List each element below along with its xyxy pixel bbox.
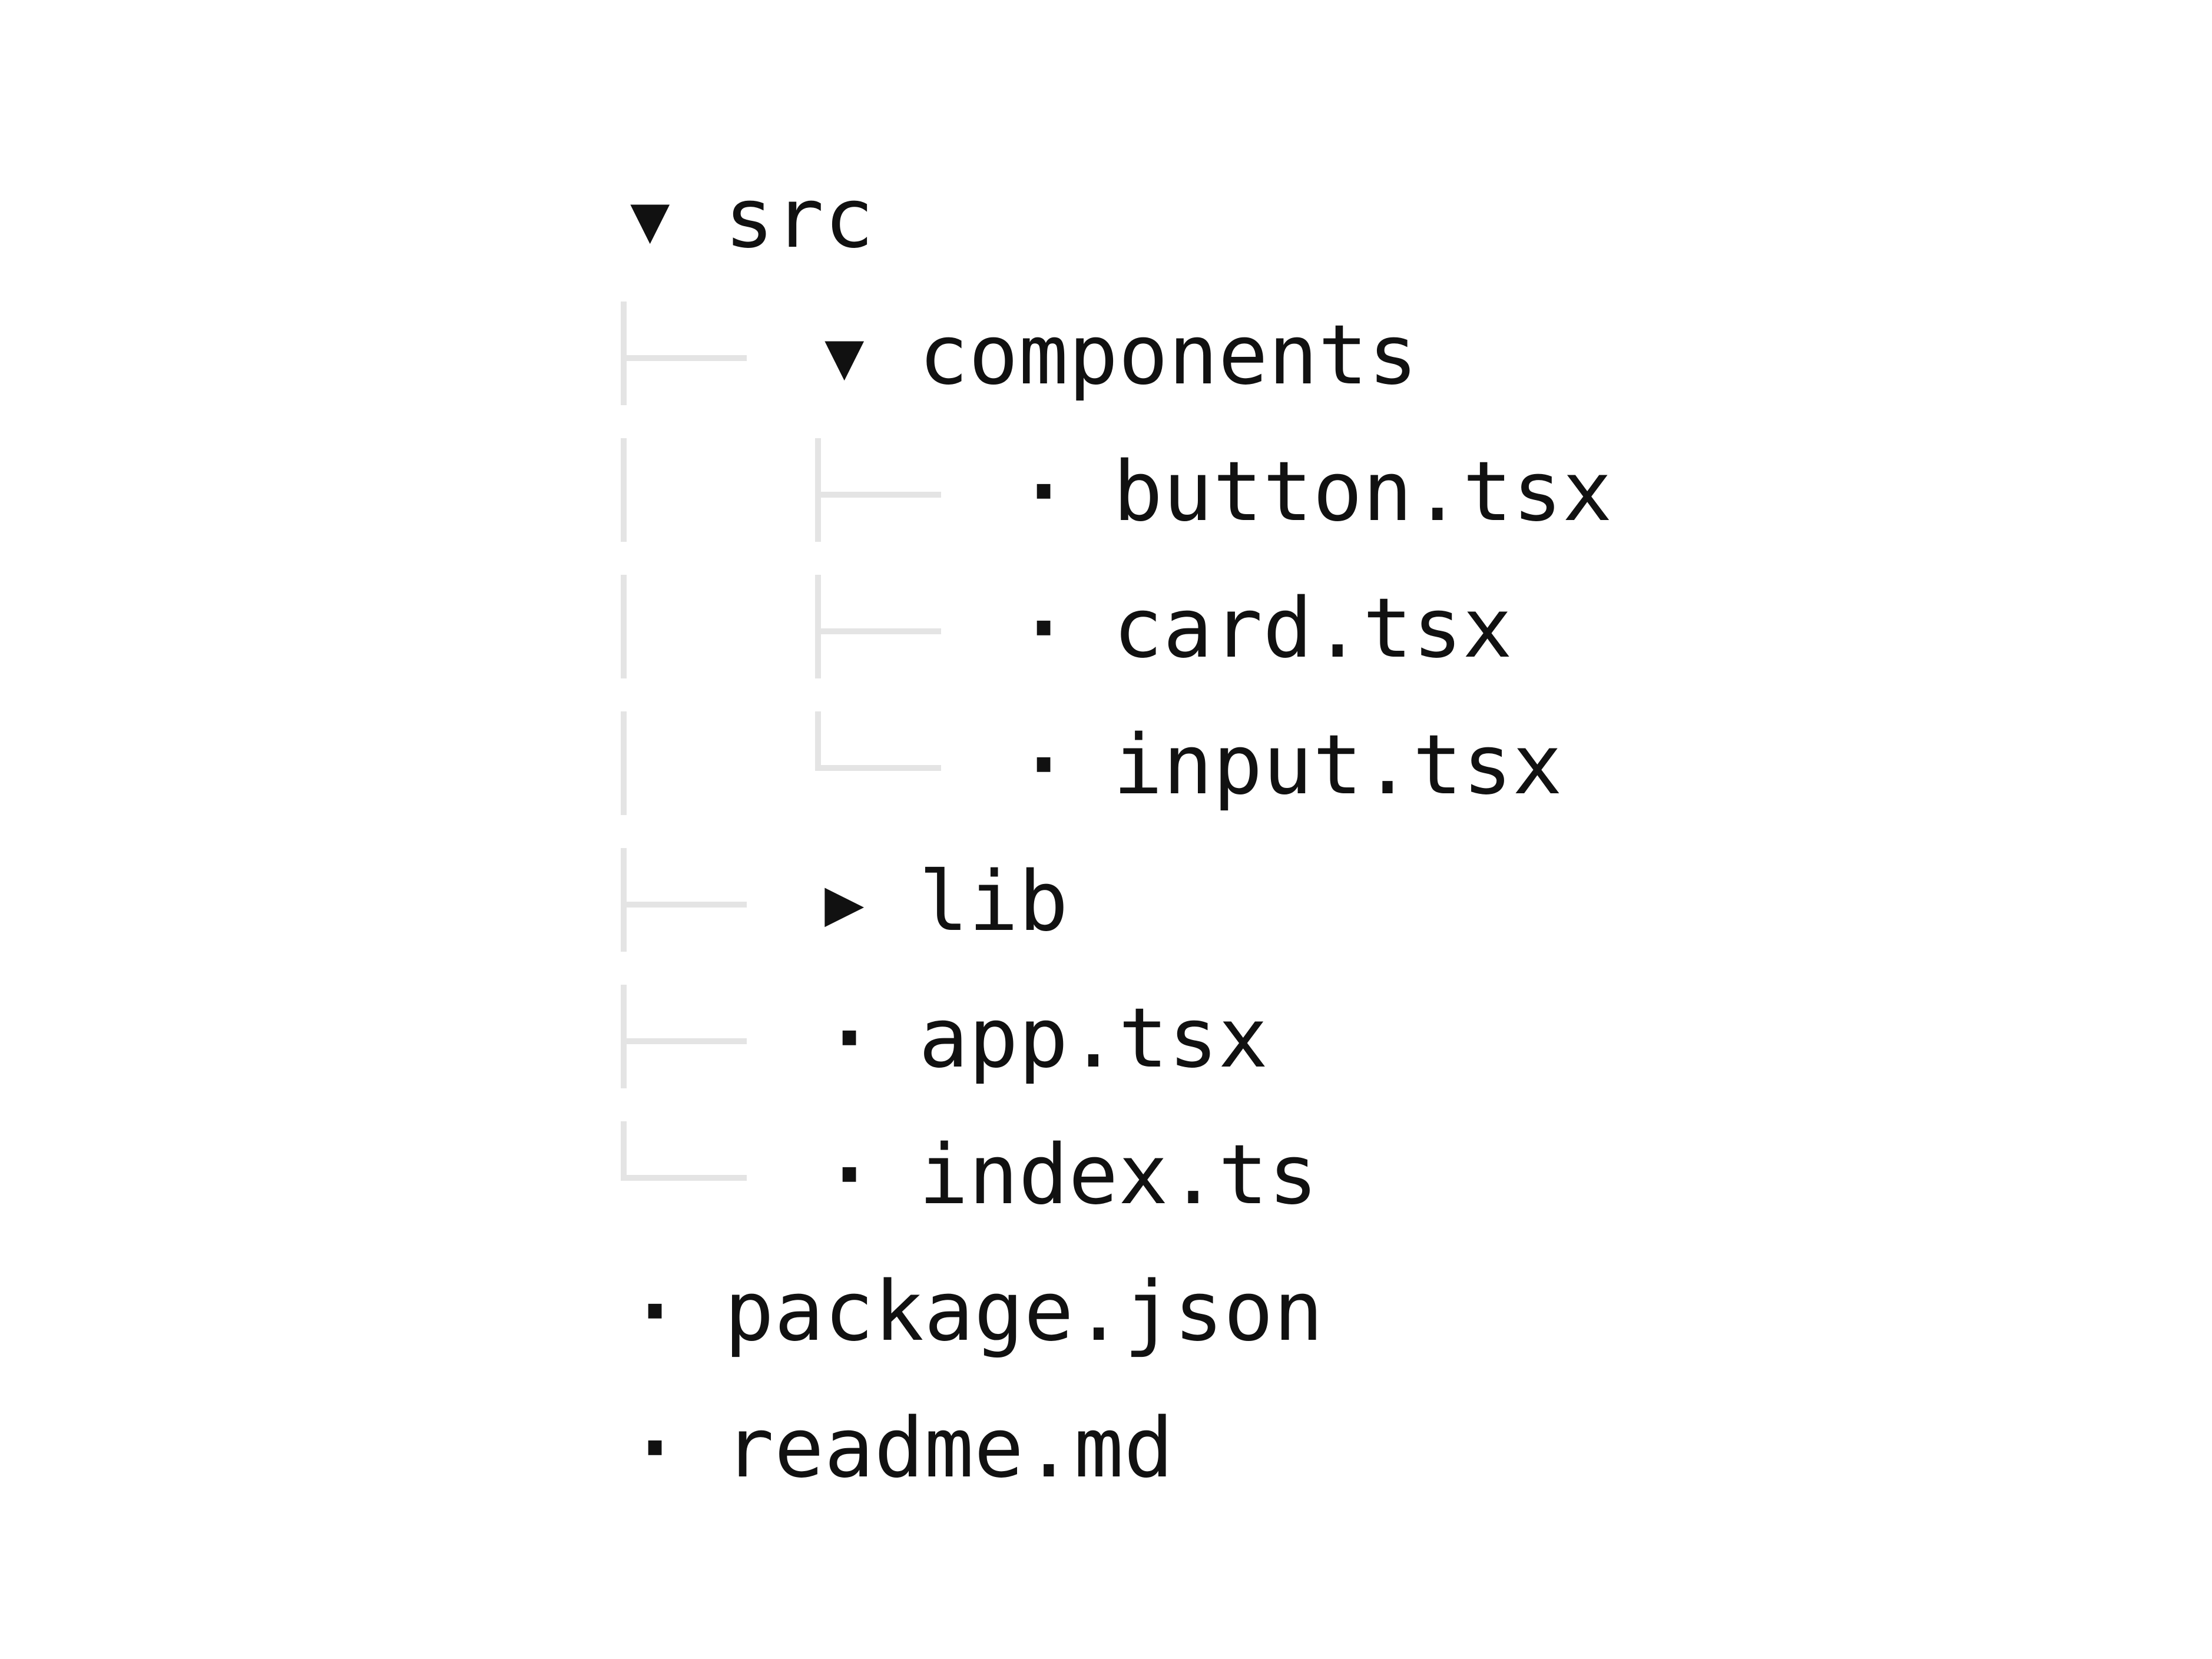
file-bullet-icon: · <box>824 1127 875 1223</box>
tree-file-index-ts[interactable]: · index.ts <box>824 1107 1318 1244</box>
tree-item-label: button.tsx <box>1113 444 1612 540</box>
file-bullet-icon: · <box>1019 444 1069 540</box>
tree-item-label: card.tsx <box>1113 581 1513 677</box>
file-bullet-icon: · <box>824 991 875 1087</box>
tree-guide-line <box>815 711 821 770</box>
tree-file-package-json[interactable]: · package.json <box>630 1244 1323 1380</box>
file-bullet-icon: · <box>1019 581 1069 677</box>
tree-file-readme-md[interactable]: · readme.md <box>630 1380 1174 1517</box>
tree-guide-line <box>621 1175 747 1181</box>
tree-folder-components[interactable]: ▼ components <box>824 287 1418 424</box>
tree-guide-line <box>621 575 627 678</box>
tree-file-app-tsx[interactable]: · app.tsx <box>824 971 1269 1107</box>
file-bullet-icon: · <box>630 1400 680 1496</box>
tree-item-label: readme.md <box>724 1400 1174 1496</box>
tree-guide-line <box>621 302 627 405</box>
tree-guide-line <box>815 575 821 678</box>
tree-item-label: input.tsx <box>1113 717 1563 813</box>
tree-guide-line <box>621 848 627 952</box>
tree-file-card-tsx[interactable]: · card.tsx <box>1019 561 1512 697</box>
tree-folder-lib[interactable]: ▶ lib <box>824 834 1068 971</box>
tree-guide-line <box>621 1038 747 1044</box>
tree-item-label: components <box>919 307 1418 403</box>
tree-guide-line <box>815 438 821 542</box>
file-bullet-icon: · <box>630 1264 680 1360</box>
tree-guide-line <box>621 438 627 542</box>
tree-item-label: package.json <box>724 1264 1324 1360</box>
tree-item-label: lib <box>919 854 1069 950</box>
tree-guide-line <box>621 1121 627 1180</box>
tree-guide-line <box>815 492 941 498</box>
tree-guide-line <box>621 355 747 361</box>
tree-folder-src[interactable]: ▼ src <box>630 151 874 287</box>
caret-right-icon[interactable]: ▶ <box>824 864 865 941</box>
tree-item-label: src <box>724 171 875 267</box>
tree-guide-line <box>621 902 747 908</box>
tree-guide-line <box>621 985 627 1088</box>
file-bullet-icon: · <box>1019 717 1069 813</box>
tree-file-input-tsx[interactable]: · input.tsx <box>1019 697 1562 834</box>
tree-item-label: app.tsx <box>919 991 1269 1087</box>
tree-guide-line <box>815 628 941 634</box>
tree-guide-line <box>815 765 941 771</box>
tree-item-label: index.ts <box>919 1127 1319 1223</box>
tree-guide-line <box>621 711 627 815</box>
caret-down-icon[interactable]: ▼ <box>630 181 670 257</box>
tree-file-button-tsx[interactable]: · button.tsx <box>1019 424 1612 561</box>
caret-down-icon[interactable]: ▼ <box>824 317 865 394</box>
